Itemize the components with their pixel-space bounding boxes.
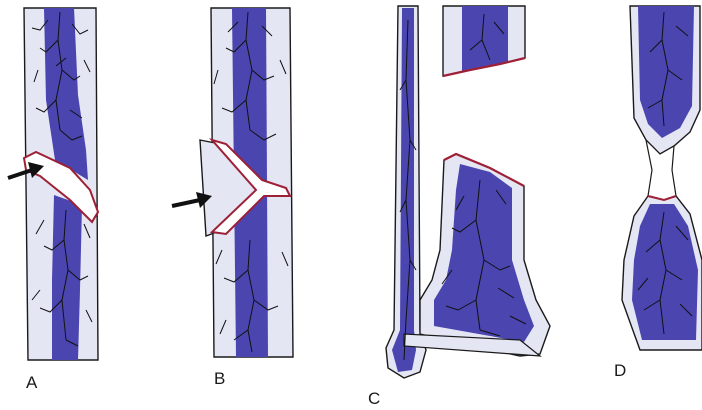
panel-c-label: C — [368, 389, 380, 408]
panel-c-upper-marrow — [462, 6, 508, 72]
panel-b-label: B — [214, 369, 225, 388]
panel-a-label: A — [26, 373, 38, 392]
panel-d-bone — [622, 6, 702, 350]
panel-c-bone — [386, 6, 550, 378]
panel-d-label: D — [614, 361, 626, 380]
panel-b-bone — [172, 8, 293, 357]
panel-a-bone — [8, 8, 98, 360]
